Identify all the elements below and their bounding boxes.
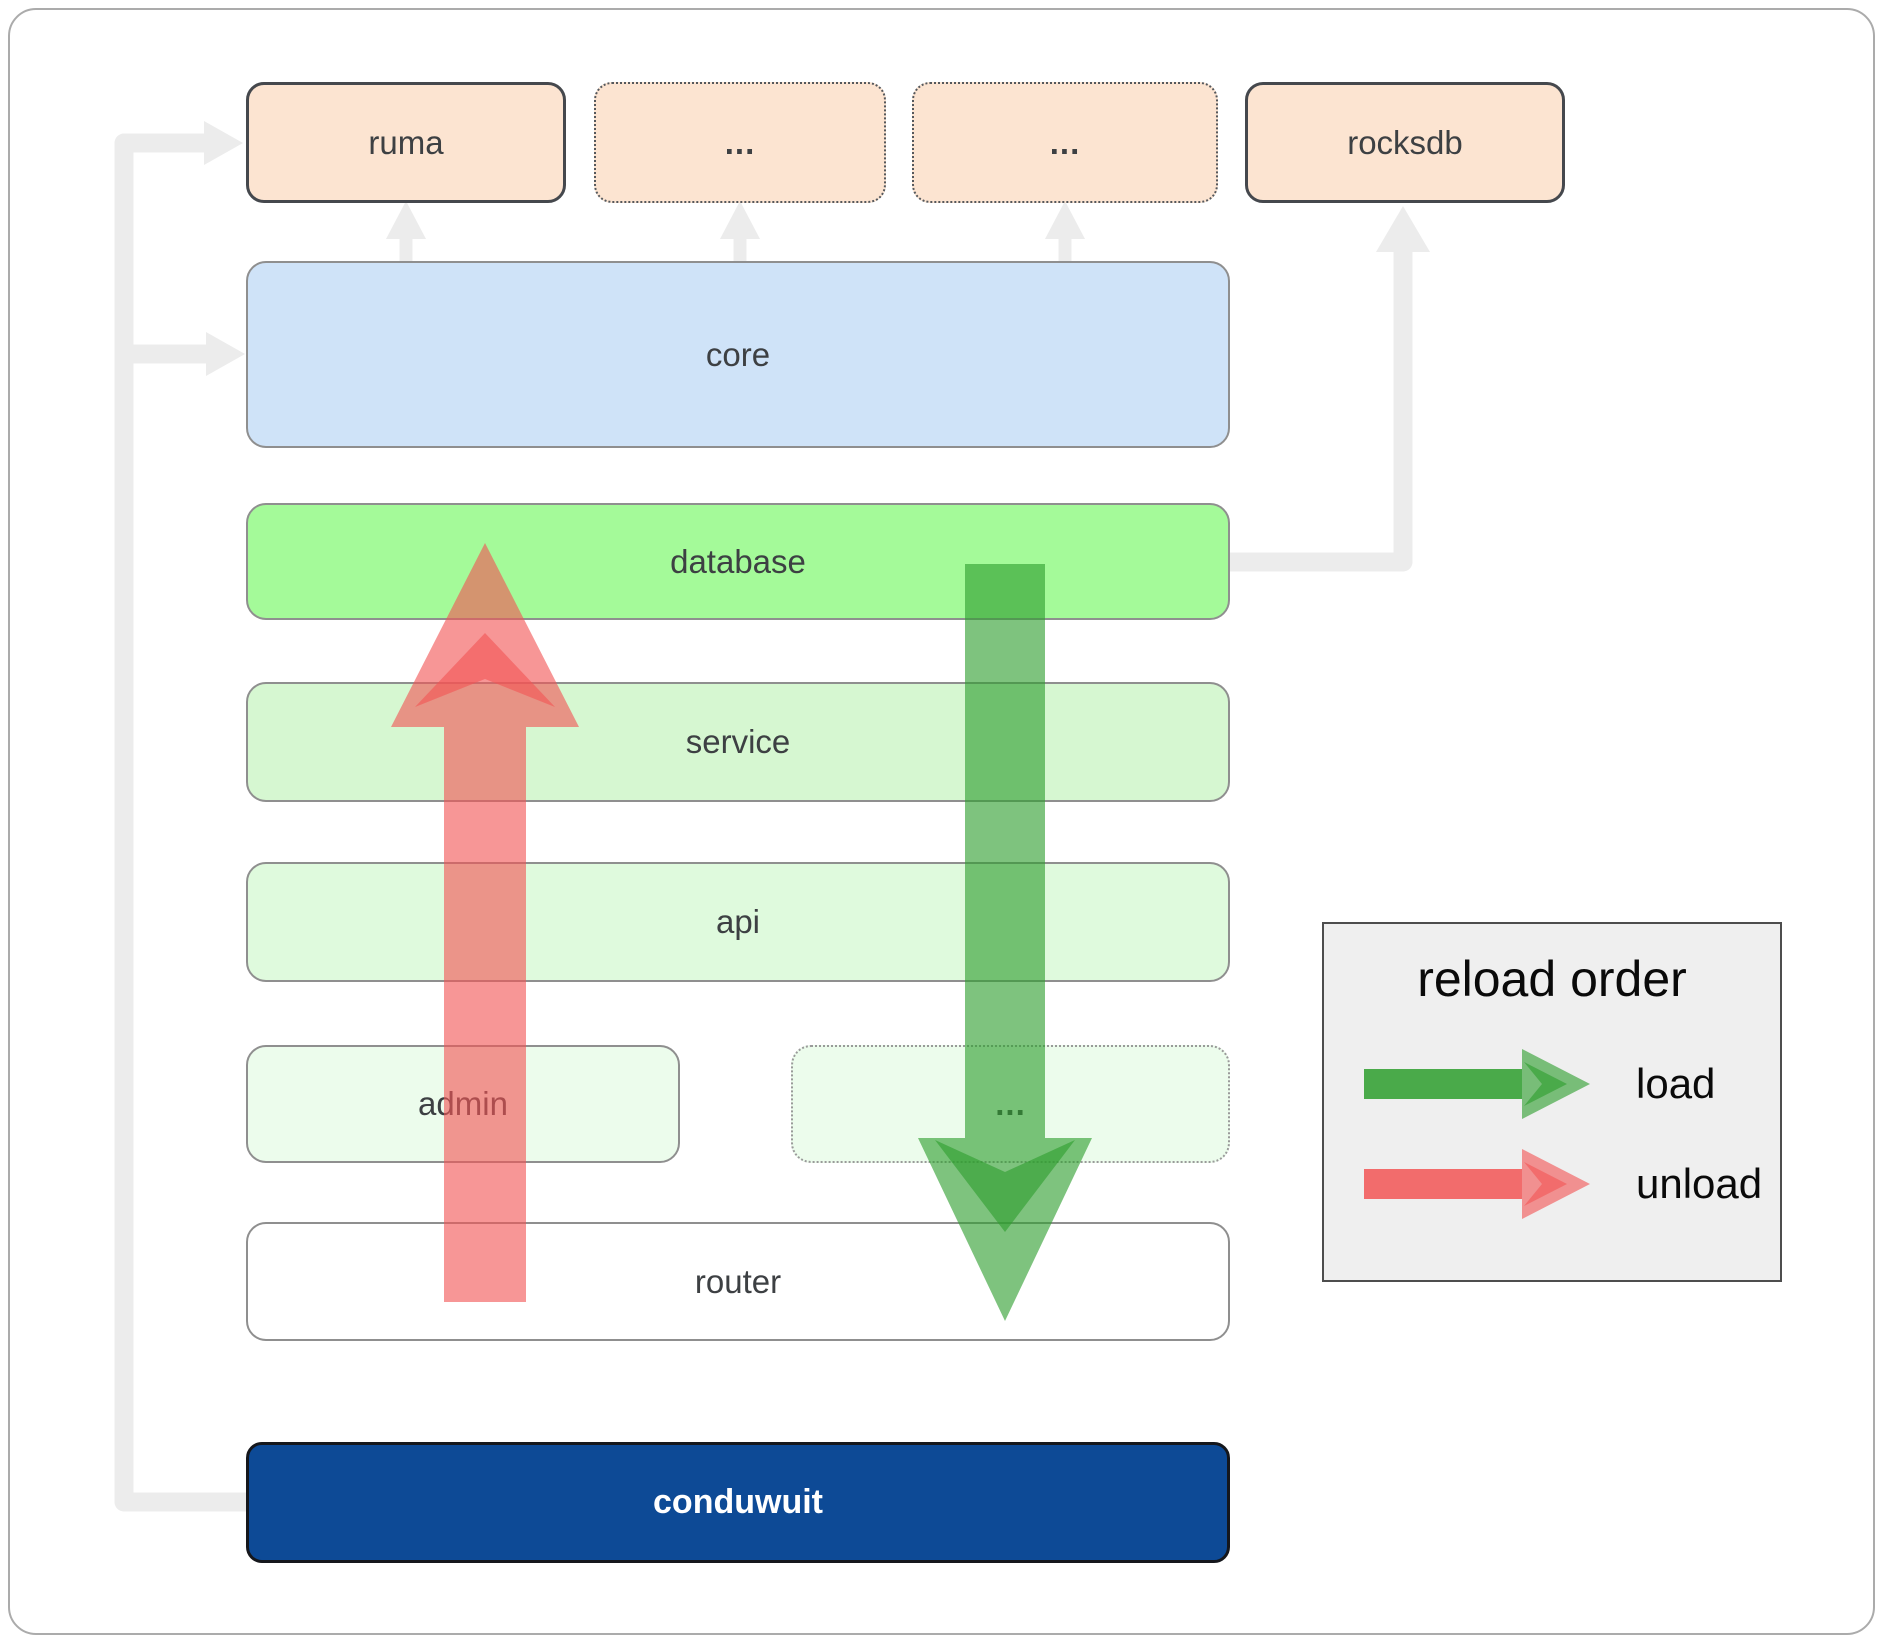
box-api-label: api	[715, 903, 761, 940]
box-admin: admin	[246, 1045, 680, 1163]
box-database-label: database	[670, 542, 806, 580]
legend-load-arrow-tail	[1364, 1069, 1522, 1099]
legend-unload-arrow-chevron	[1524, 1162, 1567, 1206]
box-service: service	[246, 682, 1230, 802]
box-ellipsis-1-label: ...	[724, 123, 756, 161]
box-ellipsis-2-label: ...	[1049, 123, 1081, 161]
box-conduwuit: conduwuit	[246, 1442, 1230, 1563]
box-rocksdb-label: rocksdb	[1347, 123, 1463, 161]
legend-unload-arrow-icon	[1364, 1149, 1590, 1219]
legend: reload order load unload	[1322, 922, 1782, 1282]
legend-row-unload: unload	[1362, 1144, 1762, 1224]
box-rocksdb: rocksdb	[1245, 82, 1565, 203]
box-api: api	[246, 862, 1230, 982]
box-core-label: core	[705, 335, 771, 373]
box-database: database	[246, 503, 1230, 620]
box-ellipsis-2: ...	[912, 82, 1218, 203]
box-router-label: router	[694, 1262, 782, 1300]
box-ruma: ruma	[246, 82, 566, 203]
legend-load-label: load	[1636, 1060, 1716, 1107]
box-core: core	[246, 261, 1230, 448]
legend-row-load: load	[1362, 1044, 1715, 1124]
box-router: router	[246, 1222, 1230, 1341]
box-conduwuit-label: conduwuit	[653, 1483, 823, 1521]
box-admin-label: admin	[418, 1085, 508, 1122]
box-ruma-label: ruma	[368, 123, 444, 161]
box-service-label: service	[685, 723, 791, 760]
legend-unload-label: unload	[1636, 1160, 1763, 1207]
box-admin-ellipsis-label: ...	[995, 1085, 1026, 1122]
legend-unload-arrow-tail	[1364, 1169, 1522, 1199]
diagram-frame	[8, 8, 1875, 1635]
box-admin-ellipsis: ...	[791, 1045, 1230, 1163]
legend-load-arrow-icon	[1364, 1049, 1590, 1119]
legend-load-arrow-chevron	[1524, 1062, 1567, 1106]
box-ellipsis-1: ...	[594, 82, 886, 203]
legend-title: reload order	[1417, 951, 1687, 1007]
